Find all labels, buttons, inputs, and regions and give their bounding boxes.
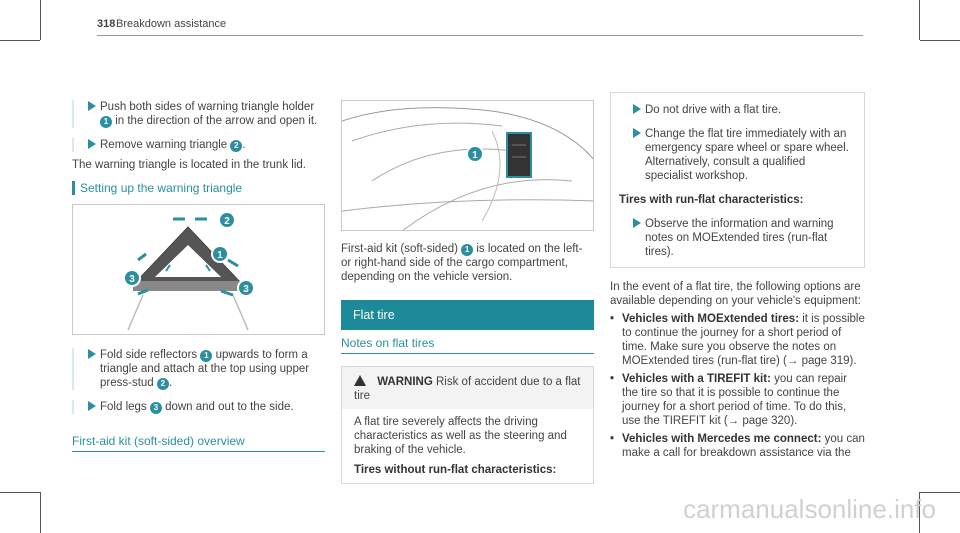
options-intro: In the event of a flat tire, the followi… <box>610 281 861 307</box>
warning-header: WARNING Risk of accident due to a flat t… <box>342 367 593 409</box>
cargo-compartment-illustration <box>342 107 593 230</box>
step-arrow-icon <box>88 139 96 149</box>
warning-text: Risk of accident due to a flat tire <box>354 376 581 402</box>
step-text: Fold side reflectors <box>100 349 198 361</box>
notes-heading: Notes on flat tires <box>341 336 594 354</box>
list-item: Vehicles with a TIREFIT kit: you can rep… <box>610 372 865 428</box>
step-text: Fold legs <box>100 401 147 413</box>
step-push-holder: Push both sides of warning triangle hold… <box>72 100 325 128</box>
step-fold-reflectors: Fold side reflectors 1 upwards to form a… <box>72 348 325 390</box>
section-bar <box>72 181 75 195</box>
callout-number: 1 <box>200 350 213 362</box>
step-do-not-drive: Do not drive with a flat tire. <box>619 103 854 117</box>
warning-subtitle: Tires without run-flat characteristics: <box>354 464 557 476</box>
column-middle: 1 First-aid kit (soft-sided) 1 is locate… <box>341 100 594 484</box>
warning-label: WARNING <box>377 376 433 388</box>
page-number: 318 <box>97 18 116 30</box>
bullet-term: Vehicles with Mercedes me connect: <box>622 433 822 445</box>
flat-tire-steps-box: Do not drive with a flat tire. Change th… <box>610 92 865 268</box>
figure-callout-3-left: 3 <box>123 269 141 287</box>
step-text: down and out to the side. <box>165 401 294 413</box>
column-right: Do not drive with a flat tire. Change th… <box>610 92 865 460</box>
step-fold-legs: Fold legs 3 down and out to the side. <box>72 400 325 414</box>
step-text: in the direction of the arrow and open i… <box>115 115 318 127</box>
figure-callout-1: 1 <box>211 245 229 263</box>
warning-body: A flat tire severely affects the driving… <box>342 409 593 483</box>
warning-body-text: A flat tire severely affects the driving… <box>354 416 567 456</box>
overview-heading: First-aid kit (soft-sided) overview <box>72 434 325 452</box>
warning-box: WARNING Risk of accident due to a flat t… <box>341 366 594 484</box>
callout-number: 3 <box>149 402 162 414</box>
callout-number: 2 <box>230 140 243 152</box>
crop-mark <box>40 492 41 533</box>
crop-mark <box>920 40 960 41</box>
bullet-term: Vehicles with a TIREFIT kit: <box>622 373 771 385</box>
step-observe-notes: Observe the information and warning note… <box>619 217 854 259</box>
step-text: . <box>242 139 246 151</box>
column-left: Push both sides of warning triangle hold… <box>72 100 325 452</box>
crop-mark <box>919 492 920 533</box>
crop-mark <box>919 0 920 40</box>
step-text: Observe the information and warning note… <box>645 218 834 258</box>
warning-triangle-figure: 1 2 3 3 <box>72 204 325 335</box>
callout-number: 1 <box>461 244 474 256</box>
list-item: Vehicles with MOExtended tires: it is po… <box>610 312 865 368</box>
callout-number: 2 <box>156 378 169 390</box>
step-change-tire: Change the flat tire immediately with an… <box>619 127 854 183</box>
step-text: Do not drive with a flat tire. <box>645 104 782 116</box>
first-aid-kit-paragraph: First-aid kit (soft-sided) 1 is located … <box>341 242 594 284</box>
figure-callout-2: 2 <box>218 211 236 229</box>
step-text: Remove warning triangle <box>100 139 228 151</box>
flat-tire-heading: Flat tire <box>341 300 594 330</box>
step-text: . <box>168 377 173 389</box>
figure-callout-1: 1 <box>466 145 484 163</box>
paragraph-text: First-aid kit (soft-sided) <box>341 243 458 255</box>
warning-triangle-icon <box>354 375 366 386</box>
bullet-text: you can repair the tire so that it is po… <box>622 373 847 427</box>
bullet-term: Vehicles with MOExtended tires: <box>622 313 800 325</box>
step-arrow-icon <box>633 128 641 138</box>
crop-mark <box>920 492 960 493</box>
bullet-text: it is possible to continue the journey f… <box>622 313 865 367</box>
step-text: Push both sides of warning triangle hold… <box>100 101 315 113</box>
watermark: carmanualsonline.info <box>683 494 936 524</box>
paragraph-text: is located on the left- or right-hand si… <box>341 243 583 283</box>
section-title: Setting up the warning triangle <box>80 181 243 195</box>
step-arrow-icon <box>633 104 641 114</box>
header-rule <box>97 35 863 36</box>
crop-mark <box>0 492 40 493</box>
runflat-subtitle: Tires with run-flat characteristics: <box>619 194 804 206</box>
paragraph: The warning triangle is located in the t… <box>72 159 306 171</box>
crop-mark <box>0 40 40 41</box>
page-title: Breakdown assistance <box>116 18 227 30</box>
step-text: Change the flat tire immediately with an… <box>645 128 849 182</box>
step-arrow-icon <box>88 349 96 359</box>
warning-triangle-illustration <box>127 217 249 331</box>
section-heading: Setting up the warning triangle <box>72 181 325 195</box>
figure-callout-3-right: 3 <box>237 279 255 297</box>
crop-mark <box>40 0 41 40</box>
bullet-text: you can make a call for breakdown assist… <box>622 433 865 459</box>
first-aid-kit-figure: 1 <box>341 100 594 231</box>
step-remove-triangle: Remove warning triangle 2. <box>72 138 325 152</box>
step-arrow-icon <box>88 401 96 411</box>
callout-number: 1 <box>100 116 112 128</box>
step-arrow-icon <box>633 218 641 228</box>
step-text: upwards to form a triangle and attach at… <box>100 349 310 389</box>
list-item: Vehicles with Mercedes me connect: you c… <box>610 432 865 460</box>
step-arrow-icon <box>88 101 96 111</box>
